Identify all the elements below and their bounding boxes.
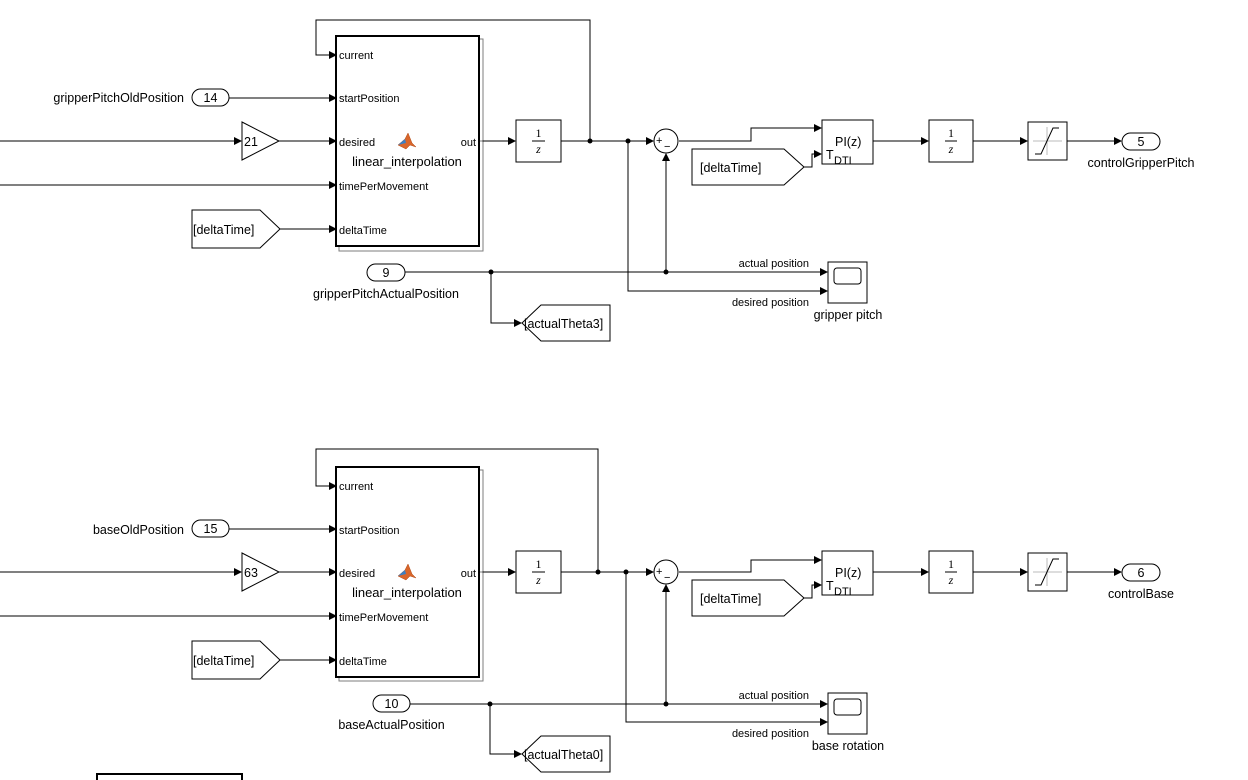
from-tag: [deltaTime] [700,592,761,606]
unit-delay-1-lower[interactable]: 1 z [515,550,562,594]
gripper-pitch-section: current startPosition desired out timePe… [0,19,1195,342]
inport-old-position-upper[interactable]: 14 gripperPitchOldPosition [53,88,230,107]
sum-block-lower[interactable]: + − [653,559,679,585]
port-desired: desired [339,137,375,149]
port-time-per-movement: timePerMovement [339,181,428,193]
gain-value: 21 [244,135,258,149]
scope-input-1-label: actual position [739,258,809,270]
gain-block-upper[interactable]: 21 [241,121,281,161]
gain-value: 63 [244,566,258,580]
port-current: current [339,481,373,493]
function-name: linear_interpolation [352,154,462,169]
scope-upper[interactable]: actual position desired position gripper… [732,258,882,322]
scope-lower[interactable]: actual position desired position base ro… [732,690,884,753]
linear-interpolation-block-upper[interactable]: current startPosition desired out timePe… [335,35,484,252]
from-tag: [deltaTime] [700,161,761,175]
port-start-position: startPosition [339,93,400,105]
sum-block-upper[interactable]: + − [653,128,679,154]
goto-tag: [actualTheta0] [524,748,603,762]
scope-screen-icon [833,267,862,285]
delay-numerator: 1 [948,557,954,571]
inport-old-position-lower[interactable]: 15 baseOldPosition [93,519,230,538]
unit-delay-1-upper[interactable]: 1 z [515,119,562,163]
port-out: out [461,568,476,580]
from-tag: [deltaTime] [193,223,254,237]
function-name: linear_interpolation [352,585,462,600]
linear-interpolation-block-lower[interactable]: current startPosition desired out timePe… [335,466,484,682]
inport-number: 10 [385,697,399,711]
pi-dti-label: DTI [834,586,852,598]
inport-name: gripperPitchActualPosition [313,287,459,301]
pi-t-label: T [826,148,834,162]
saturation-block-upper[interactable] [1027,121,1068,161]
scope-input-2-label: desired position [732,728,809,740]
delay-denominator: z [948,142,954,156]
goto-tag: [actualTheta3] [524,317,603,331]
from-delta-time-pi-lower[interactable]: [deltaTime] [691,579,805,617]
from-tag: [deltaTime] [193,654,254,668]
outport-lower[interactable]: 6 controlBase [1108,563,1174,601]
partial-block-bottom[interactable] [96,773,243,780]
goto-actual-theta-upper[interactable]: [actualTheta3] [521,304,611,342]
scope-name: base rotation [812,739,884,753]
inport-number: 15 [204,522,218,536]
saturation-block-lower[interactable] [1027,552,1068,592]
delay-numerator: 1 [536,557,542,571]
pi-controller-lower[interactable]: PI(z) T DTI [821,550,874,598]
inport-name: baseActualPosition [338,718,444,732]
scope-screen-icon [833,698,862,716]
outport-number: 5 [1138,135,1145,149]
delay-denominator: z [535,573,541,587]
unit-delay-2-upper[interactable]: 1 z [928,119,974,163]
outport-name: controlBase [1108,587,1174,601]
base-rotation-section: current startPosition desired out timePe… [0,448,1174,773]
inport-name: baseOldPosition [93,523,184,537]
delay-numerator: 1 [536,126,542,140]
upper-wires [0,19,1122,327]
port-delta-time: deltaTime [339,225,387,237]
from-delta-time-lower[interactable]: [deltaTime] [191,640,281,680]
pi-label: PI(z) [835,135,861,149]
port-time-per-movement: timePerMovement [339,612,428,624]
delay-denominator: z [948,573,954,587]
inport-actual-position-upper[interactable]: 9 gripperPitchActualPosition [313,263,459,301]
pi-dti-label: DTI [834,155,852,167]
port-out: out [461,137,476,149]
port-delta-time: deltaTime [339,656,387,668]
scope-input-1-label: actual position [739,690,809,702]
outport-number: 6 [1138,566,1145,580]
inport-name: gripperPitchOldPosition [53,91,184,105]
sum-minus-sign: − [664,572,670,584]
outport-name: controlGripperPitch [1088,156,1195,170]
inport-actual-position-lower[interactable]: 10 baseActualPosition [338,694,445,732]
scope-name: gripper pitch [814,308,883,322]
port-current: current [339,50,373,62]
pi-t-label: T [826,579,834,593]
pi-label: PI(z) [835,566,861,580]
goto-actual-theta-lower[interactable]: [actualTheta0] [521,735,611,773]
scope-input-2-label: desired position [732,297,809,309]
pi-controller-upper[interactable]: PI(z) T DTI [821,119,874,167]
lower-wires [0,448,1122,758]
port-start-position: startPosition [339,525,400,537]
sum-plus-sign: + [656,566,662,578]
gain-block-lower[interactable]: 63 [241,552,281,592]
unit-delay-2-lower[interactable]: 1 z [928,550,974,594]
inport-number: 14 [204,91,218,105]
sum-minus-sign: − [664,141,670,153]
from-delta-time-pi-upper[interactable]: [deltaTime] [691,148,805,186]
outport-upper[interactable]: 5 controlGripperPitch [1088,132,1195,170]
sum-plus-sign: + [656,135,662,147]
port-desired: desired [339,568,375,580]
delay-denominator: z [535,142,541,156]
inport-number: 9 [383,266,390,280]
from-delta-time-upper[interactable]: [deltaTime] [191,209,281,249]
delay-numerator: 1 [948,126,954,140]
